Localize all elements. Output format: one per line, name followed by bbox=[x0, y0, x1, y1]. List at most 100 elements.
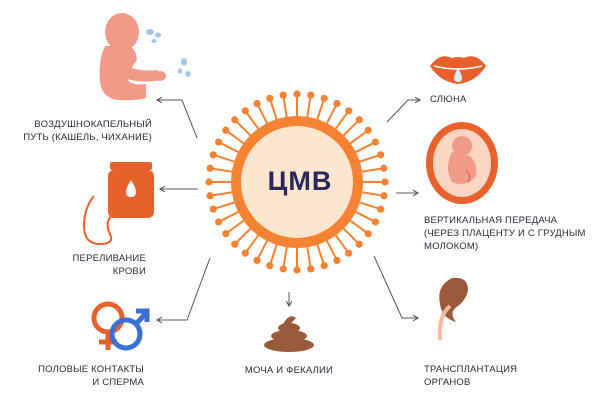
virus-spike bbox=[325, 103, 338, 126]
virus-spike bbox=[357, 200, 382, 211]
virus-spike-tip bbox=[307, 265, 315, 273]
virus-spike bbox=[341, 226, 360, 245]
virus-spike bbox=[225, 129, 246, 146]
arrow-sexual bbox=[155, 257, 211, 324]
virus-spike bbox=[282, 245, 288, 270]
virus-spike-tip bbox=[266, 94, 274, 102]
virus-spike bbox=[256, 103, 269, 126]
virus-spike-tip bbox=[380, 164, 388, 172]
virus-spike-tip bbox=[364, 126, 372, 134]
virus-spike bbox=[333, 110, 350, 131]
virus-spike-tip bbox=[206, 164, 214, 172]
label-transplant: ТРАНСПЛАНТАЦИЯ ОРГАНОВ bbox=[424, 363, 517, 389]
virus-spike-tip bbox=[241, 107, 249, 115]
virus-spike bbox=[244, 110, 261, 131]
blood-bag-icon bbox=[82, 162, 154, 246]
virus-spike bbox=[225, 218, 246, 235]
virus-spike-tip bbox=[307, 91, 315, 99]
virus-spike-tip bbox=[371, 138, 380, 146]
coughing-child-icon bbox=[99, 13, 191, 101]
virus-spike-tip bbox=[293, 266, 301, 274]
center-title: ЦМВ bbox=[267, 166, 333, 196]
virus-spike-tip bbox=[231, 240, 239, 248]
virus-spike bbox=[360, 191, 385, 197]
virus-spike-tip bbox=[293, 90, 301, 98]
arrow-saliva bbox=[386, 96, 422, 123]
virus-spike bbox=[268, 97, 279, 122]
virus-spike-tip bbox=[381, 178, 389, 186]
virus-spike-tip bbox=[355, 240, 363, 248]
virus-spike-tip bbox=[355, 116, 363, 124]
virus-spike bbox=[333, 233, 350, 254]
virus-spike bbox=[244, 233, 261, 254]
virus-spike bbox=[256, 238, 269, 261]
virus-spike bbox=[306, 245, 312, 270]
label-transplant-line2: ОРГАНОВ bbox=[424, 377, 471, 388]
virus-spike bbox=[209, 167, 234, 173]
virus-spike-tip bbox=[371, 218, 380, 226]
label-airborne-line1: ВОЗДУШНОКАПЕЛЬНЫЙ bbox=[34, 119, 152, 130]
virus-spike bbox=[282, 94, 288, 119]
virus-spike-tip bbox=[266, 262, 274, 270]
virus-spike-tip bbox=[333, 99, 341, 108]
label-transfusion: ПЕРЕЛИВАНИЕ КРОВИ bbox=[73, 252, 146, 278]
virus-spike bbox=[325, 238, 338, 261]
virus-spike bbox=[315, 242, 326, 267]
gender-symbols-icon bbox=[91, 301, 150, 351]
virus-spike bbox=[315, 97, 326, 122]
virus-spike-tip bbox=[241, 249, 249, 257]
virus-spike-tip bbox=[205, 178, 213, 186]
arrow-airborne bbox=[155, 96, 198, 139]
label-transfusion-line2: КРОВИ bbox=[112, 266, 146, 277]
virus-spike bbox=[268, 242, 279, 267]
feces-icon bbox=[264, 316, 314, 352]
arrows bbox=[155, 96, 422, 324]
virus-spike bbox=[212, 153, 237, 164]
virus-spike bbox=[218, 141, 241, 154]
virus-spike-tip bbox=[253, 256, 261, 265]
virus-spike-tip bbox=[209, 151, 217, 159]
label-vertical-line2: (ЧЕРЕЗ ПЛАЦЕНТУ И С ГРУДНЫМ bbox=[424, 228, 586, 239]
label-airborne: ВОЗДУШНОКАПЕЛЬНЫЙ ПУТЬ (КАШЕЛЬ, ЧИХАНИЕ) bbox=[23, 118, 152, 144]
virus-spike-tip bbox=[345, 107, 353, 115]
virus-spike bbox=[234, 119, 253, 138]
label-transplant-line1: ТРАНСПЛАНТАЦИЯ bbox=[424, 364, 518, 375]
virus-spike bbox=[209, 191, 234, 197]
label-saliva-line1: СЛЮНА bbox=[430, 94, 467, 105]
label-transfusion-line1: ПЕРЕЛИВАНИЕ bbox=[72, 253, 146, 264]
virus-spike bbox=[353, 141, 376, 154]
virus-core bbox=[241, 126, 353, 238]
virus-spike bbox=[360, 167, 385, 173]
virus-spike-tip bbox=[377, 205, 385, 213]
virus-spike-tip bbox=[206, 192, 214, 200]
cmv-virus-icon bbox=[205, 90, 389, 274]
lips-icon bbox=[430, 56, 486, 84]
virus-spike bbox=[218, 210, 241, 223]
virus-spike bbox=[234, 226, 253, 245]
virus-spike-tip bbox=[209, 205, 217, 213]
label-sexual: ПОЛОВЫЕ КОНТАКТЫ И СПЕРМА bbox=[38, 363, 144, 389]
label-sexual-line2: И СПЕРМА bbox=[92, 377, 144, 388]
virus-spike-tip bbox=[320, 94, 328, 102]
virus-spike-tip bbox=[222, 126, 230, 134]
kidney-icon bbox=[437, 277, 468, 341]
virus-spike-tip bbox=[214, 218, 223, 226]
fetus-icon bbox=[426, 122, 498, 204]
virus-spike-tip bbox=[279, 91, 287, 99]
label-excreta: МОЧА И ФЕКАЛИИ bbox=[228, 364, 350, 377]
virus-spike-tip bbox=[279, 265, 287, 273]
virus-spike bbox=[341, 119, 360, 138]
virus-spike bbox=[348, 129, 369, 146]
virus-spike bbox=[212, 200, 237, 211]
virus-spike-tip bbox=[214, 138, 223, 146]
label-vertical-line1: ВЕРТИКАЛЬНАЯ ПЕРЕДАЧА bbox=[424, 215, 558, 226]
virus-spike-tip bbox=[333, 256, 341, 265]
virus-spike bbox=[353, 210, 376, 223]
virus-spike-tip bbox=[222, 230, 230, 238]
virus-spike bbox=[348, 218, 369, 235]
label-vertical-line3: МОЛОКОМ) bbox=[424, 241, 479, 252]
label-vertical: ВЕРТИКАЛЬНАЯ ПЕРЕДАЧА (ЧЕРЕЗ ПЛАЦЕНТУ И … bbox=[424, 214, 586, 253]
label-sexual-line1: ПОЛОВЫЕ КОНТАКТЫ bbox=[38, 364, 144, 375]
label-saliva: СЛЮНА bbox=[430, 93, 467, 106]
